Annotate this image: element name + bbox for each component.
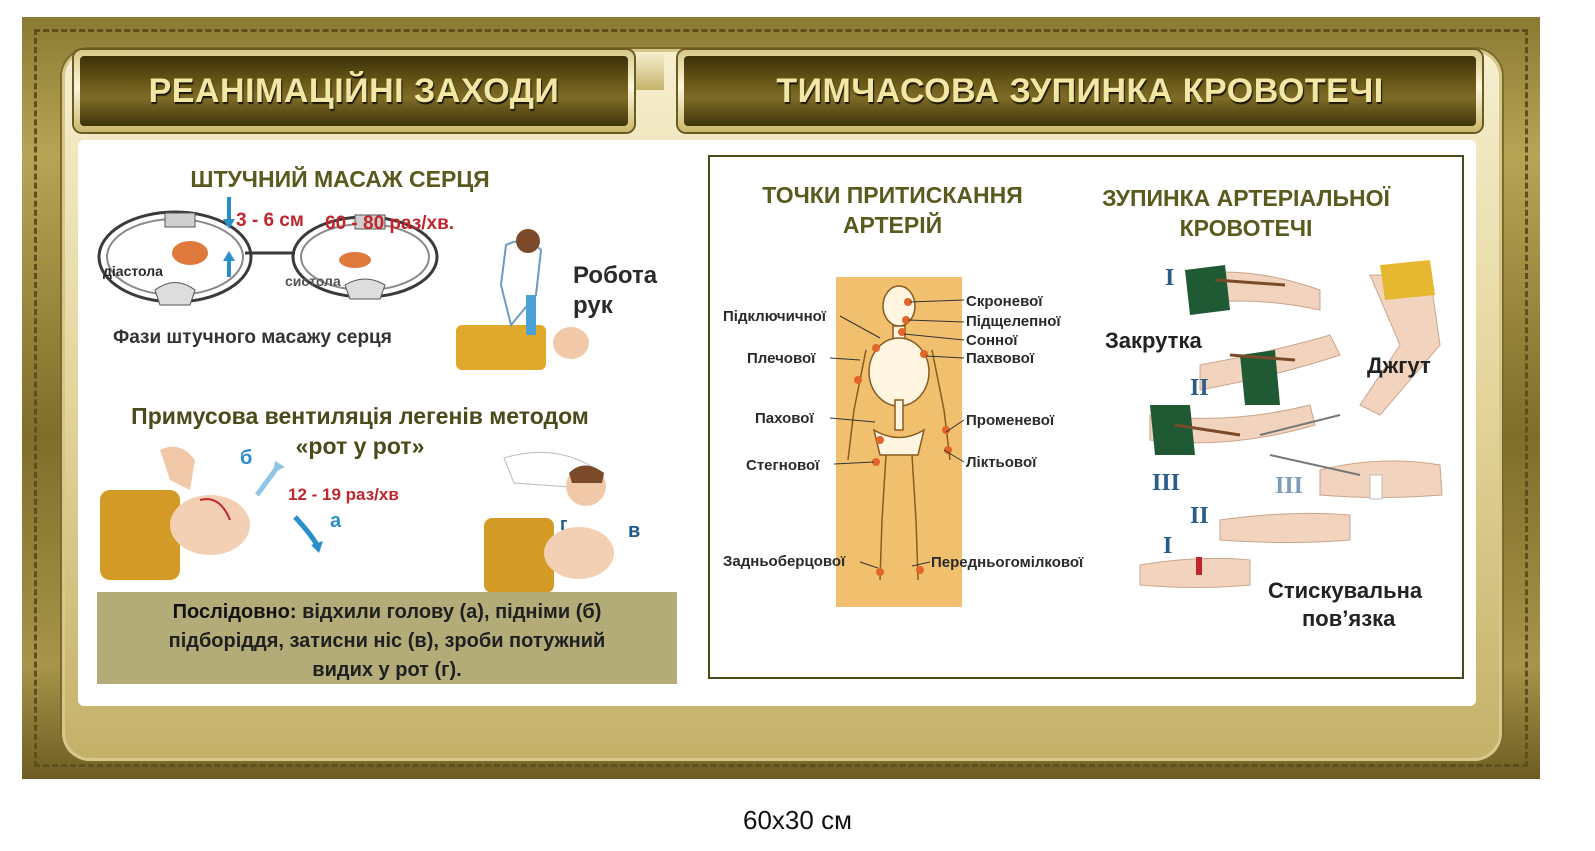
compression-depth: 3 - 6 см: [236, 210, 304, 231]
bleeding-heading-1: ЗУПИНКА АРТЕРІАЛЬНОЇ: [1102, 185, 1390, 211]
size-caption: 60x30 см: [743, 805, 852, 835]
label-g: г: [560, 514, 568, 534]
label-v: в: [628, 520, 641, 542]
systole-label: систола: [285, 273, 341, 289]
arteries-heading-1: ТОЧКИ ПРИТИСКАННЯ: [762, 182, 1023, 208]
artery-carotid: Сонної: [966, 332, 1018, 349]
banner-left-title: РЕАНІМАЦІЙНІ ЗАХОДИ: [148, 71, 560, 110]
roman-1-bottom: I: [1163, 533, 1173, 559]
ventilation-heading-2: «рот у рот»: [295, 433, 425, 459]
artery-temporal: Скроневої: [966, 293, 1043, 310]
compression-rate: 60 - 80 раз/хв.: [325, 213, 455, 234]
artery-mandibular: Підщелепної: [966, 313, 1061, 330]
hands-caption-2: рук: [573, 292, 613, 319]
cpr-heading: ШТУЧНИЙ МАСАЖ СЕРЦЯ: [190, 166, 490, 192]
roman-2-bottom: II: [1190, 503, 1209, 529]
bleeding-heading-2: КРОВОТЕЧІ: [1179, 215, 1313, 241]
artery-femoral: Стегнової: [746, 457, 820, 474]
head-tilt-illustration: [100, 446, 250, 580]
phases-caption: Фази штучного масажу серця: [113, 327, 392, 348]
artery-subclavian: Підключичної: [723, 308, 827, 325]
hands-compression-illustration: [456, 229, 589, 370]
label-a: а: [330, 510, 342, 532]
banner-bleeding: ТИМЧАСОВА ЗУПИНКА КРОВОТЕЧІ: [678, 50, 1482, 132]
chest-compression-diagram: [97, 197, 439, 306]
artery-posterior-tibial: Задньоберцової: [723, 553, 846, 570]
artery-brachial: Плечової: [747, 350, 816, 367]
roman-3-right: III: [1275, 473, 1304, 499]
mouth-to-mouth-illustration: [484, 451, 614, 593]
ventilation-rate: 12 - 19 раз/хв: [288, 485, 399, 504]
skeleton-illustration: [847, 285, 952, 581]
roman-1-top: I: [1165, 265, 1175, 291]
artery-pointer-lines: [829, 299, 965, 569]
sequence-line-1: відхили голову (а), підніми (б): [302, 601, 602, 623]
direction-arrows: [254, 461, 323, 553]
label-b: б: [240, 447, 253, 469]
tourniquet-label: Джгут: [1367, 353, 1431, 378]
sequence-box: Послідовно: відхили голову (а), підніми …: [97, 592, 677, 684]
artery-radial: Променевої: [966, 412, 1055, 429]
ventilation-heading-1: Примусова вентиляція легенів методом: [131, 403, 589, 429]
diastole-label: діастола: [103, 263, 163, 279]
artery-anterior-tibial: Передньогомілкової: [931, 554, 1084, 571]
banner-resuscitation: РЕАНІМАЦІЙНІ ЗАХОДИ: [74, 50, 634, 132]
artery-axillary-left: Пахової: [755, 410, 814, 427]
tourniquet-illustrations: [1139, 260, 1443, 588]
roman-3-left: III: [1152, 470, 1181, 496]
artery-axillary-right: Пахвової: [966, 350, 1035, 367]
banner-right-title: ТИМЧАСОВА ЗУПИНКА КРОВОТЕЧІ: [776, 71, 1384, 110]
dashed-border: [34, 29, 1528, 767]
arteries-heading-2: АРТЕРІЙ: [842, 212, 943, 238]
sequence-line-3: видих у рот (г).: [312, 659, 462, 681]
bleeding-panel: [708, 155, 1464, 679]
roman-2-top: II: [1190, 375, 1209, 401]
pressure-label-1: Стискувальна: [1268, 578, 1423, 603]
hands-caption-1: Робота: [573, 262, 658, 289]
sequence-line-2: підборіддя, затисни ніс (в), зроби потуж…: [168, 630, 606, 652]
sequence-bold: Послідовно:: [172, 601, 297, 623]
twist-label: Закрутка: [1105, 328, 1202, 353]
artery-ulnar: Ліктьової: [966, 454, 1037, 471]
pressure-label-2: пов’язка: [1302, 606, 1396, 631]
